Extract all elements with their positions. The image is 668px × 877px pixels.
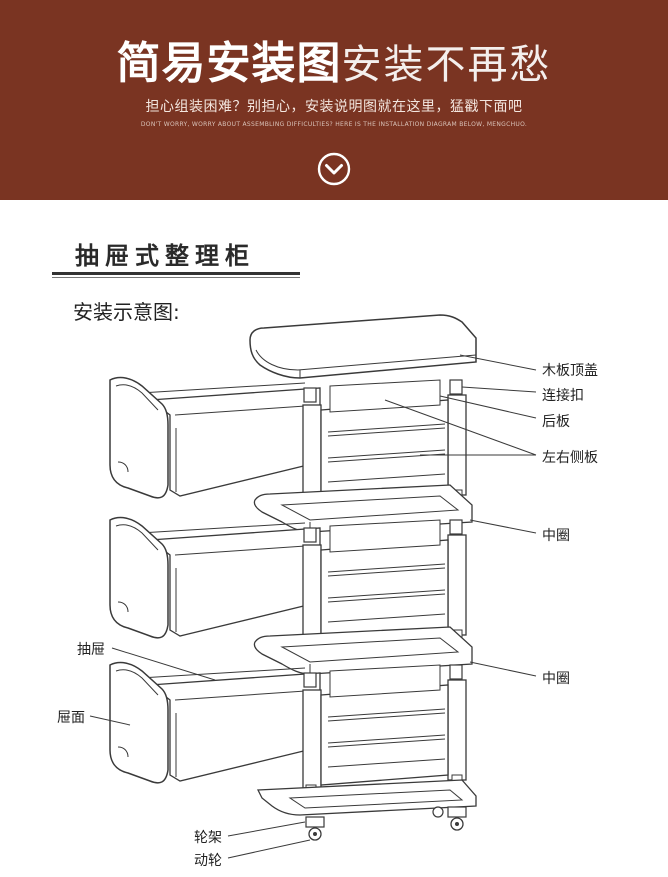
leader-lines — [89, 354, 537, 859]
label-caster: 动轮 — [194, 853, 222, 869]
label-connector: 连接扣 — [542, 388, 584, 404]
page-title: 简易安装图安装不再愁 — [0, 36, 668, 101]
caster-right — [447, 806, 467, 831]
label-middle-ring-1: 中圈 — [542, 528, 570, 544]
wheel-frame — [256, 779, 477, 816]
label-side-panels: 左右侧板 — [542, 450, 598, 466]
diagram-subheading: 安装示意图: — [73, 300, 180, 324]
title-light: 安装不再愁 — [341, 42, 552, 88]
header-banner — [0, 0, 668, 200]
chevron-down-circle-icon[interactable] — [317, 152, 351, 186]
subtitle-english: DON'T WORRY, WORRY ABOUT ASSEMBLING DIFF… — [140, 121, 528, 128]
assembly-diagram — [89, 314, 537, 859]
section-underline — [52, 272, 300, 275]
section-underline-thin — [52, 277, 300, 278]
caster-left — [305, 816, 325, 841]
label-back-panel: 后板 — [542, 414, 570, 430]
label-drawer-face: 屉面 — [57, 710, 85, 726]
label-middle-ring-2: 中圈 — [542, 671, 570, 687]
title-bold: 简易安装图 — [116, 38, 342, 89]
top-cover — [249, 314, 477, 379]
caster-back — [432, 806, 444, 818]
label-top-cover: 木板顶盖 — [542, 363, 598, 379]
section-title: 抽屉式整理柜 — [75, 241, 255, 270]
label-wheel-frame: 轮架 — [194, 830, 222, 846]
tier-3 — [110, 663, 466, 797]
label-drawer: 抽屉 — [77, 642, 105, 658]
subtitle: 担心组装困难？别担心，安装说明图就在这里，猛戳下面吧 — [145, 99, 523, 115]
